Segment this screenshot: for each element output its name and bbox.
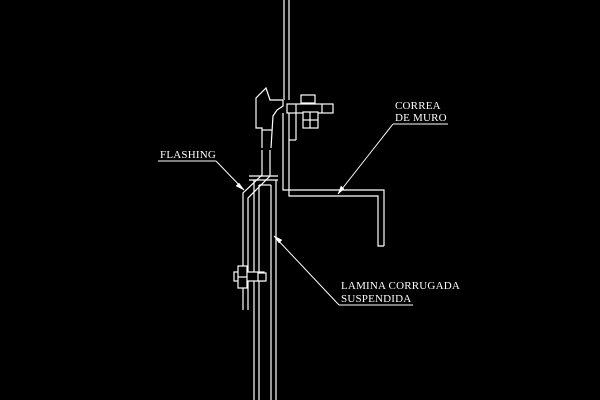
label-lamina-line2: SUSPENDIDA (341, 293, 411, 305)
callout-flashing: FLASHING (158, 149, 245, 191)
callout-correa-de-muro: CORREA DE MURO (337, 100, 448, 195)
label-flashing: FLASHING (160, 149, 216, 161)
label-correa-line2: DE MURO (395, 112, 447, 124)
callout-lamina-corrugada: LAMINA CORRUGADA SUSPENDIDA (273, 235, 460, 306)
top-clip (255, 86, 284, 149)
label-correa-line1: CORREA (395, 100, 441, 112)
corrugated-sheet (249, 175, 278, 400)
label-lamina-line1: LAMINA CORRUGADA (341, 280, 460, 292)
upper-wall-panel (283, 0, 290, 100)
lower-bolt (233, 265, 267, 289)
wall-girt (282, 113, 385, 247)
top-bolt (286, 94, 334, 129)
